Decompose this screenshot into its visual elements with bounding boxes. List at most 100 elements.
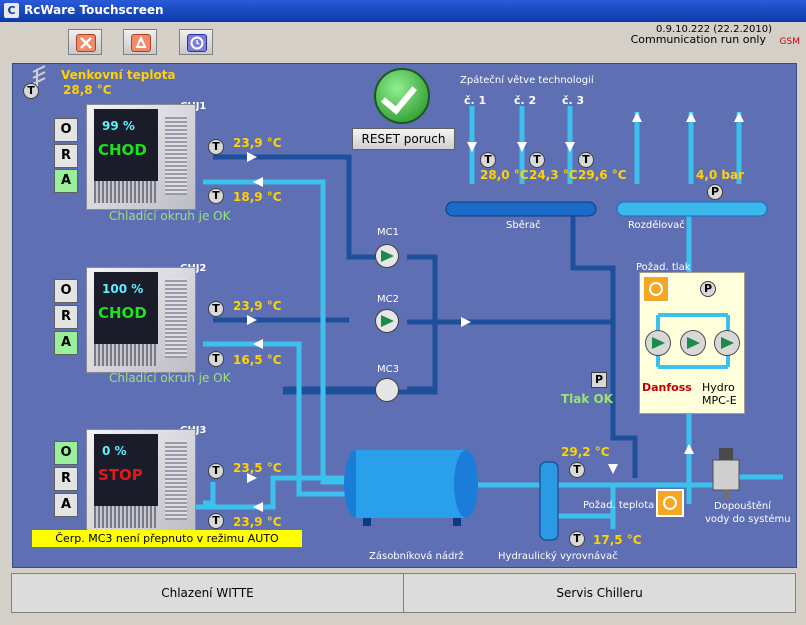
branch-temp: 24,3 °C: [529, 168, 578, 182]
branch-label: č. 1: [464, 94, 487, 107]
collector-label: Sběrač: [506, 220, 541, 231]
chiller-state: STOP: [98, 466, 143, 484]
alarm-bell-icon: [131, 34, 151, 52]
hydraulic-separator-icon: [539, 461, 559, 541]
pump-label: MC2: [377, 294, 399, 305]
mode-remote-button[interactable]: R: [54, 144, 78, 168]
distributor-label: Rozdělovač: [628, 220, 685, 231]
clock-icon: [187, 34, 207, 52]
outdoor-temp-value: 28,8 °C: [63, 83, 112, 97]
mpc-pump-icon[interactable]: [680, 330, 706, 356]
chiller-unit-icon: 99 % CHOD: [86, 104, 196, 210]
reset-faults-button[interactable]: RESET poruch: [352, 128, 455, 150]
temp-sensor: T: [480, 152, 496, 168]
app-icon: C: [4, 3, 19, 18]
mode-remote-button[interactable]: R: [54, 467, 78, 491]
temp-sensor: T: [569, 462, 585, 478]
system-ok-icon: [374, 68, 430, 124]
communication-status: Communication run only: [630, 33, 766, 46]
hydro-model-line2: MPC-E: [702, 394, 737, 407]
chiller-load: 100 %: [102, 282, 144, 296]
close-x-icon: [76, 34, 96, 52]
pressure-status: Tlak OK: [561, 392, 614, 406]
scada-panel: T Venkovní teplota 28,8 °C RESET poruch …: [12, 63, 797, 568]
chiller-unit-icon: 100 % CHOD: [86, 267, 196, 373]
chiller-outlet-temp: 23,9 °C: [233, 299, 282, 313]
temp-setpoint-label: Požad. teplota: [583, 500, 655, 511]
danfoss-brand: Danfoss: [642, 381, 692, 394]
version-text: 0.9.10.222 (22.2.2010): [656, 24, 772, 35]
outdoor-sensor-icon: [32, 65, 46, 94]
branch-label: č. 2: [514, 94, 537, 107]
temp-sensor: T: [578, 152, 594, 168]
chiller-state: CHOD: [98, 141, 147, 159]
refill-unit-icon: [712, 448, 740, 500]
chiller-inlet-temp: 18,9 °C: [233, 190, 282, 204]
window-title: RcWare Touchscreen: [24, 3, 164, 17]
mc3-warning-banner: Čerp. MC3 není přepnuto v režimu AUTO: [32, 530, 302, 547]
chiller-status: Chladící okruh je OK: [109, 209, 231, 223]
tank-label: Zásobníková nádrž: [369, 551, 464, 562]
mode-off-button[interactable]: O: [54, 118, 78, 142]
tab-servis-chilleru[interactable]: Servis Chilleru: [403, 573, 796, 613]
pipe-network: [32, 65, 783, 541]
temp-sensor: T: [208, 513, 224, 529]
chiller-unit-icon: 0 % STOP: [86, 429, 196, 535]
chiller-state: CHOD: [98, 304, 147, 322]
mpc-pump-icon[interactable]: [714, 330, 740, 356]
temp-sensor: T: [208, 463, 224, 479]
temp-sensor: T: [208, 351, 224, 367]
pump-label: MC3: [377, 364, 399, 375]
pressure-sensor: P: [707, 184, 723, 200]
chiller-load: 0 %: [102, 444, 127, 458]
storage-tank-icon: [344, 450, 478, 526]
separator-bottom-temp: 17,5 °C: [593, 533, 642, 547]
pump-mc1-icon[interactable]: [375, 244, 399, 268]
chiller-load: 99 %: [102, 119, 135, 133]
refill-label-line2: vody do systému: [705, 514, 791, 525]
hydro-model-line1: Hydro: [702, 381, 735, 394]
chiller-inlet-temp: 23,9 °C: [233, 515, 282, 529]
pressure-sensor: P: [700, 281, 716, 297]
mode-off-button[interactable]: O: [54, 279, 78, 303]
outdoor-temp-label: Venkovní teplota: [61, 68, 176, 82]
pump-mc2-icon[interactable]: [375, 309, 399, 333]
pump-label: MC1: [377, 227, 399, 238]
branch-temp: 29,6 °C: [578, 168, 627, 182]
pressure-switch: P: [591, 372, 607, 388]
title-bar: C RcWare Touchscreen: [0, 0, 806, 22]
close-alarm-button[interactable]: [68, 29, 102, 55]
clock-button[interactable]: [179, 29, 213, 55]
pressure-value: 4,0 bar: [696, 168, 745, 182]
branches-title: Zpáteční větve technologií: [460, 75, 594, 86]
setpoint-icon: [663, 496, 677, 510]
setpoint-icon: [649, 282, 663, 296]
mode-off-button[interactable]: O: [54, 441, 78, 465]
chiller-status: Chladící okruh je OK: [109, 371, 231, 385]
branch-temp: 28,0 °C: [480, 168, 529, 182]
chiller-outlet-temp: 23,5 °C: [233, 461, 282, 475]
hydro-mpc-unit: Požad. tlak P Danfoss Hydro MPC-E: [636, 262, 745, 414]
separator-label: Hydraulický vyrovnávač: [498, 551, 618, 562]
gsm-indicator: GSM: [779, 37, 800, 47]
separator-top-temp: 29,2 °C: [561, 445, 610, 459]
mode-remote-button[interactable]: R: [54, 305, 78, 329]
outdoor-temp-sensor: T: [23, 83, 39, 99]
pump-mc3-icon[interactable]: [375, 378, 399, 402]
pressure-setpoint-label: Požad. tlak: [636, 262, 691, 273]
temp-sensor: T: [208, 301, 224, 317]
mode-auto-button[interactable]: A: [54, 493, 78, 517]
mpc-pump-icon[interactable]: [645, 330, 671, 356]
temp-sensor: T: [208, 188, 224, 204]
temp-setpoint-button[interactable]: [656, 489, 684, 517]
temp-sensor: T: [208, 139, 224, 155]
tab-chlazeni-witte[interactable]: Chlazení WITTE: [11, 573, 404, 613]
chiller-inlet-temp: 16,5 °C: [233, 353, 282, 367]
branch-label: č. 3: [562, 94, 585, 107]
mode-auto-button[interactable]: A: [54, 331, 78, 355]
alarm-button[interactable]: [123, 29, 157, 55]
refill-label-line1: Dopouštění: [714, 501, 772, 512]
mode-auto-button[interactable]: A: [54, 169, 78, 193]
temp-sensor: T: [569, 531, 585, 547]
pressure-setpoint-button[interactable]: [642, 275, 670, 303]
